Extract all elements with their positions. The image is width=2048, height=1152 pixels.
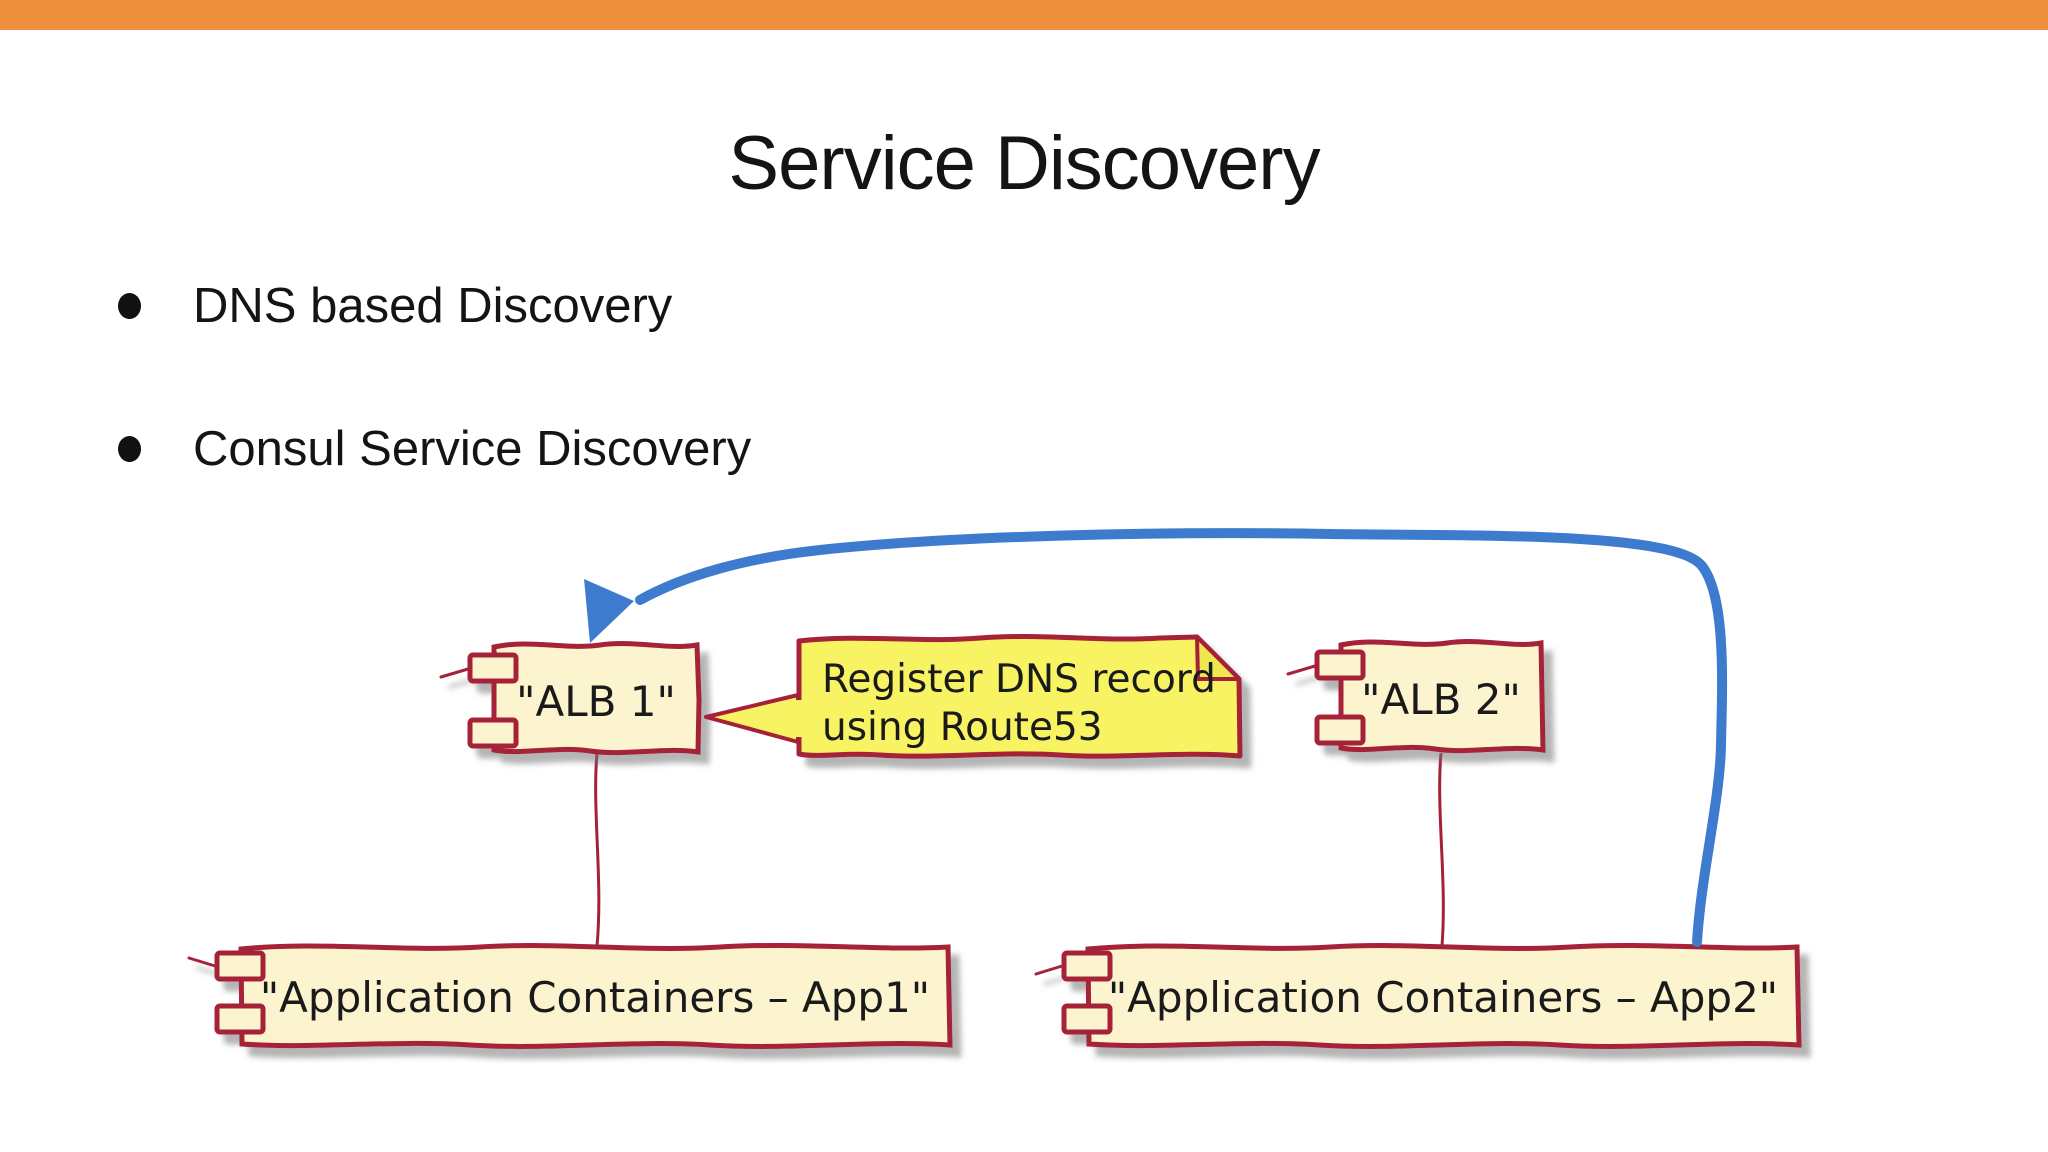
component-box — [1085, 942, 1802, 1049]
pen-flick — [1286, 664, 1317, 676]
bullet-dot-icon — [118, 436, 141, 462]
note-fold-corner-icon — [1195, 635, 1241, 681]
top-accent-bar — [0, 0, 2048, 30]
component-box — [491, 641, 702, 756]
component-alb1: "ALB 1" — [439, 641, 702, 756]
component-label: "Application Containers – App2" — [1108, 973, 1778, 1022]
component-app1: "Application Containers – App1" — [187, 942, 953, 1049]
bullet-dot-icon — [118, 293, 141, 319]
blue-curve — [635, 528, 1728, 947]
component-port-icon — [467, 652, 519, 684]
pen-flick — [1034, 964, 1064, 976]
component-port-icon — [214, 1003, 266, 1035]
bullet-label: DNS based Discovery — [193, 279, 673, 333]
component-label: "ALB 2" — [1361, 675, 1521, 724]
pen-flick — [187, 956, 217, 968]
bullet-item-dns: DNS based Discovery — [118, 278, 672, 334]
component-alb2: "ALB 2" — [1286, 639, 1546, 754]
edge-alb2-to-app2 — [1438, 752, 1445, 947]
component-port-icon — [1314, 649, 1366, 681]
component-port-icon — [1061, 1003, 1113, 1035]
bullet-label: Consul Service Discovery — [193, 422, 752, 476]
note-pointer — [704, 693, 800, 744]
edge-alb1-to-app1 — [594, 752, 601, 947]
component-box — [1338, 639, 1546, 754]
component-port-icon — [1314, 714, 1366, 746]
component-label: "Application Containers – App1" — [260, 973, 930, 1022]
component-port-icon — [1061, 950, 1113, 982]
component-port-icon — [467, 717, 519, 749]
slide-title: Service Discovery — [728, 121, 1320, 206]
arrowhead-icon — [584, 579, 634, 643]
component-port-icon — [214, 950, 266, 982]
note-box — [796, 633, 1243, 759]
note-register-dns: Register DNS record using Route53 — [704, 633, 1243, 759]
pen-flick — [439, 667, 470, 679]
note-text-line2: using Route53 — [822, 705, 1103, 750]
component-app2: "Application Containers – App2" — [1034, 942, 1802, 1049]
component-box — [238, 942, 953, 1049]
component-label: "ALB 1" — [516, 677, 676, 726]
note-text-line1: Register DNS record — [822, 657, 1216, 702]
edge-app2-to-alb1 — [584, 528, 1728, 947]
bullet-item-consul: Consul Service Discovery — [118, 421, 751, 477]
